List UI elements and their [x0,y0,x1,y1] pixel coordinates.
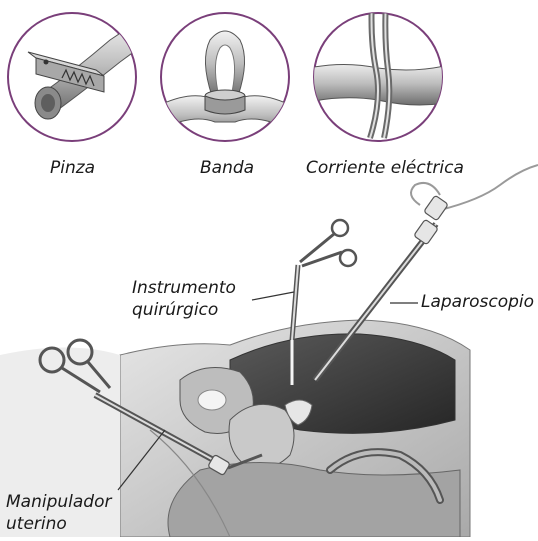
instrument-leader-line [252,292,294,300]
label-uterino: uterino [6,514,67,535]
caption-corriente-electrica: Corriente eléctrica [306,158,464,179]
label-instrumento: Instrumento [132,278,236,299]
caption-banda: Banda [200,158,254,179]
caption-pinza: Pinza [50,158,95,179]
label-laparoscopio: Laparoscopio [421,292,534,313]
electrocautery-icon [300,0,460,141]
label-quirurgico: quirúrgico [132,300,218,321]
clip-icon [8,13,150,141]
label-manipulador: Manipulador [6,492,111,513]
ring-band-icon [150,13,300,141]
